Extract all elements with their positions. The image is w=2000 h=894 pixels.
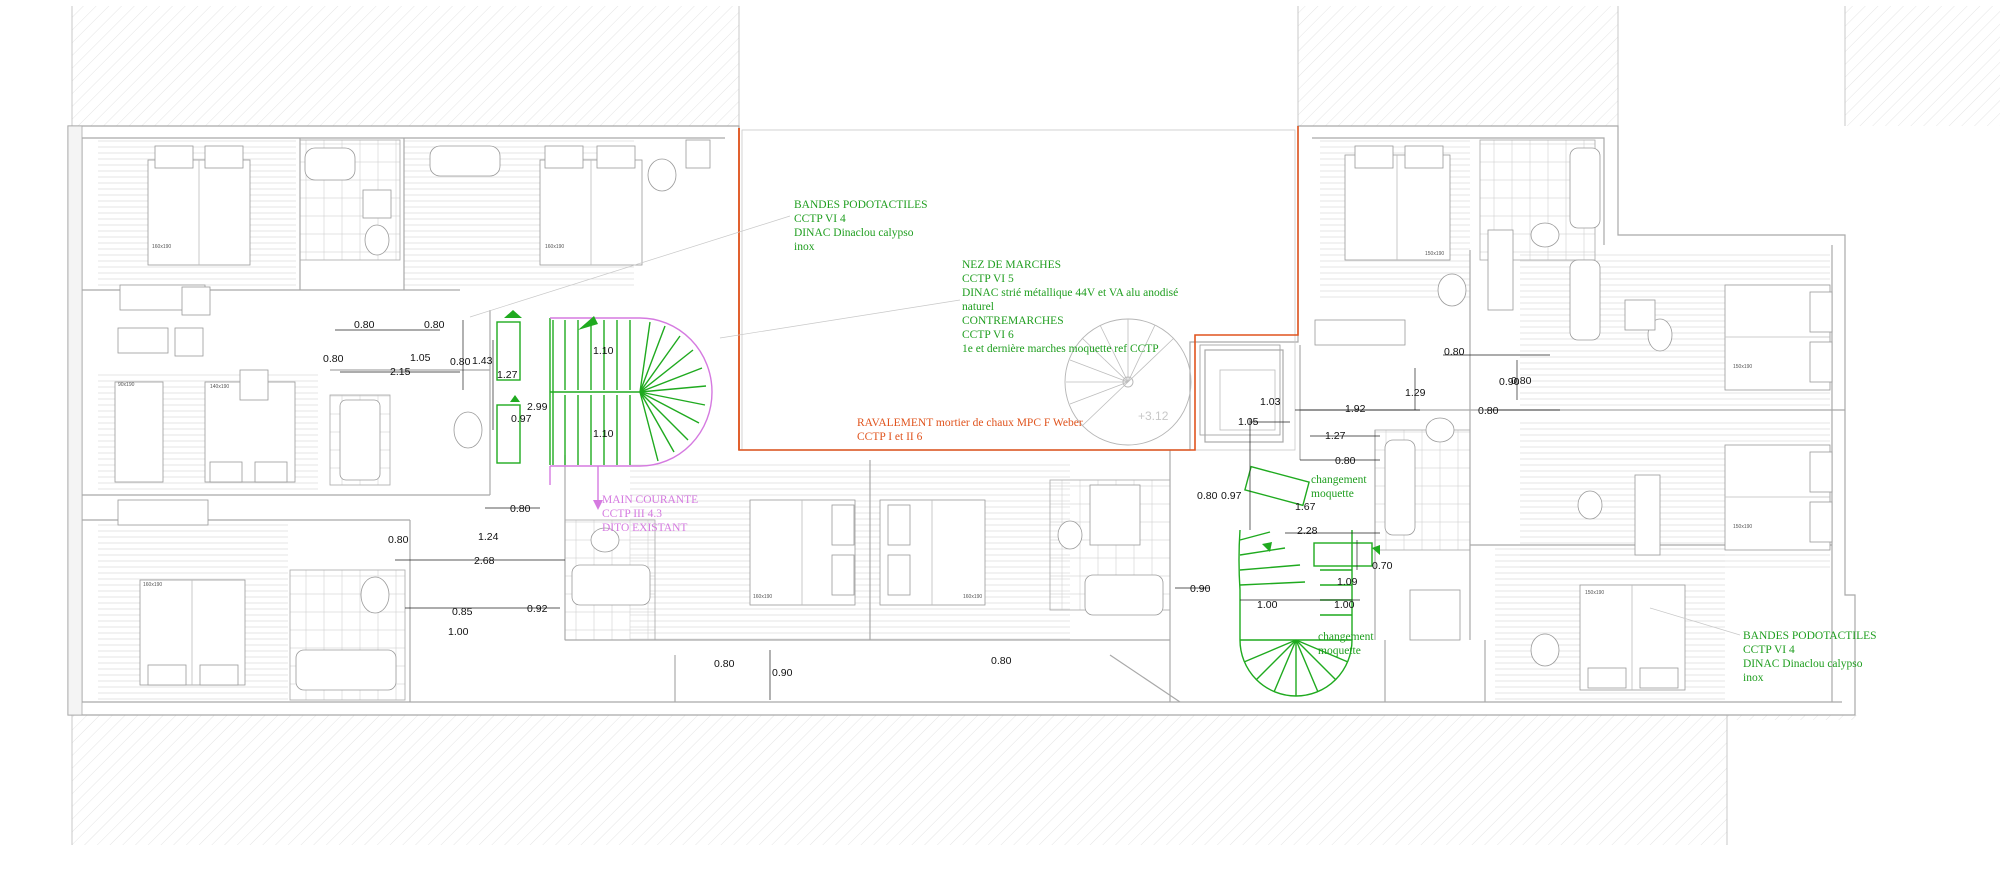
secondary-staircase	[1238, 465, 1380, 697]
spiral-stair: +3.12	[1064, 318, 1192, 446]
dim-110: 1.10	[593, 428, 614, 440]
dim-129: 1.29	[1405, 387, 1426, 399]
dim-143: 1.43	[472, 355, 493, 367]
dim-080: 0.80	[323, 353, 344, 365]
elevator	[1204, 349, 1284, 443]
svg-text:CONTREMARCHES: CONTREMARCHES	[962, 315, 1064, 327]
svg-text:DINAC Dinaclou calypso: DINAC Dinaclou calypso	[1743, 658, 1863, 670]
bed-label: 160x190	[545, 244, 564, 250]
dim-070: 0.70	[1372, 560, 1393, 572]
dimension-values: 0.80 0.80 0.80 1.05 2.15 0.80 1.43 1.27 …	[323, 319, 1532, 679]
svg-text:MAIN COURANTE: MAIN COURANTE	[602, 494, 698, 506]
dim-080: 0.80	[1511, 375, 1532, 387]
dim-127: 1.27	[1325, 430, 1346, 442]
dimension-lines	[335, 320, 1560, 700]
svg-text:CCTP VI 5: CCTP VI 5	[962, 273, 1014, 285]
dim-110: 1.10	[593, 345, 614, 357]
dim-215: 2.15	[390, 366, 411, 378]
bed-label: 160x190	[753, 594, 772, 600]
dim-080: 0.80	[1197, 490, 1218, 502]
dim-299: 2.99	[527, 401, 548, 413]
dim-090: 0.90	[1190, 583, 1211, 595]
courtyard	[738, 126, 1299, 451]
svg-text:BANDES PODOTACTILES: BANDES PODOTACTILES	[794, 199, 928, 211]
bed-label: 160x190	[143, 582, 162, 588]
level-label: +3.12	[1138, 409, 1169, 423]
dim-080: 0.80	[1478, 405, 1499, 417]
dim-105: 1.05	[1238, 416, 1259, 428]
bed-labels: 160x190 160x190 90x190 140x190 160x190 1…	[118, 244, 1752, 600]
svg-text:BANDES PODOTACTILES: BANDES PODOTACTILES	[1743, 630, 1877, 642]
note-changement-moquette-2: changement moquette	[1318, 631, 1374, 657]
dim-090: 0.90	[772, 667, 793, 679]
svg-text:1e et dernière marches moquett: 1e et dernière marches moquette ref CCTP	[962, 343, 1159, 355]
bed-label: 140x190	[210, 384, 229, 390]
svg-text:inox: inox	[1743, 672, 1764, 684]
svg-text:changement: changement	[1311, 474, 1367, 486]
svg-text:DINAC strié métallique 44V et: DINAC strié métallique 44V et VA alu ano…	[962, 287, 1178, 299]
note-nez-de-marches: NEZ DE MARCHES CCTP VI 5 DINAC strié mét…	[962, 259, 1178, 355]
dim-105: 1.05	[410, 352, 431, 364]
svg-text:moquette: moquette	[1318, 645, 1361, 657]
svg-text:CCTP III 4.3: CCTP III 4.3	[602, 508, 662, 520]
dim-080: 0.80	[1444, 346, 1465, 358]
bed-label: 150x190	[1733, 364, 1752, 370]
dim-080: 0.80	[388, 534, 409, 546]
svg-text:NEZ DE MARCHES: NEZ DE MARCHES	[962, 259, 1061, 271]
storage	[117, 229, 1661, 556]
dim-103: 1.03	[1260, 396, 1281, 408]
leaders	[469, 215, 1741, 636]
fixtures	[295, 139, 1673, 691]
dim-080: 0.80	[510, 503, 531, 515]
bed-label: 160x190	[963, 594, 982, 600]
svg-text:naturel: naturel	[962, 301, 994, 313]
bed-label: 160x190	[152, 244, 171, 250]
bed-label: 150x190	[1585, 590, 1604, 596]
note-changement-moquette-1: changement moquette	[1311, 474, 1367, 500]
dim-192: 1.92	[1345, 403, 1366, 415]
bed-label: 90x190	[118, 382, 135, 388]
note-main-courante: MAIN COURANTE CCTP III 4.3 DITO EXISTANT	[602, 494, 698, 534]
dim-268: 2.68	[474, 555, 495, 567]
dim-080: 0.80	[991, 655, 1012, 667]
dim-127: 1.27	[497, 369, 518, 381]
beds	[114, 145, 1833, 691]
note-bandes-left: BANDES PODOTACTILES CCTP VI 4 DINAC Dina…	[794, 199, 928, 253]
dim-080: 0.80	[450, 356, 471, 368]
svg-text:CCTP VI 4: CCTP VI 4	[794, 213, 846, 225]
svg-text:CCTP VI 4: CCTP VI 4	[1743, 644, 1795, 656]
svg-text:moquette: moquette	[1311, 488, 1354, 500]
dim-100: 1.00	[448, 626, 469, 638]
svg-text:CCTP I et II 6: CCTP I et II 6	[857, 431, 923, 443]
bed-label: 150x190	[1425, 251, 1444, 257]
note-ravalement: RAVALEMENT mortier de chaux MPC F Weber …	[857, 417, 1083, 443]
dim-085: 0.85	[452, 606, 473, 618]
dim-100: 1.00	[1334, 599, 1355, 611]
dim-080: 0.80	[424, 319, 445, 331]
dim-080: 0.80	[1335, 455, 1356, 467]
svg-text:changement: changement	[1318, 631, 1374, 643]
dim-167: 1.67	[1295, 501, 1316, 513]
svg-text:DITO EXISTANT: DITO EXISTANT	[602, 522, 687, 534]
dim-092: 0.92	[527, 603, 548, 615]
dim-097: 0.97	[511, 413, 532, 425]
dim-100: 1.00	[1257, 599, 1278, 611]
main-staircase	[496, 310, 713, 510]
dim-228: 2.28	[1297, 525, 1318, 537]
svg-text:DINAC Dinaclou calypso: DINAC Dinaclou calypso	[794, 227, 914, 239]
bed-label: 150x190	[1733, 524, 1752, 530]
dim-109: 1.09	[1337, 576, 1358, 588]
dim-124: 1.24	[478, 531, 499, 543]
note-bandes-right: BANDES PODOTACTILES CCTP VI 4 DINAC Dina…	[1743, 630, 1877, 684]
svg-text:RAVALEMENT mortier de chaux MP: RAVALEMENT mortier de chaux MPC F Weber	[857, 417, 1083, 429]
svg-text:inox: inox	[794, 241, 815, 253]
svg-text:CCTP VI 6: CCTP VI 6	[962, 329, 1014, 341]
dim-080: 0.80	[354, 319, 375, 331]
hatched-areas	[72, 6, 2000, 845]
dim-090: 0.90	[1499, 376, 1520, 388]
dim-080: 0.80	[714, 658, 735, 670]
dim-097: 0.97	[1221, 490, 1242, 502]
